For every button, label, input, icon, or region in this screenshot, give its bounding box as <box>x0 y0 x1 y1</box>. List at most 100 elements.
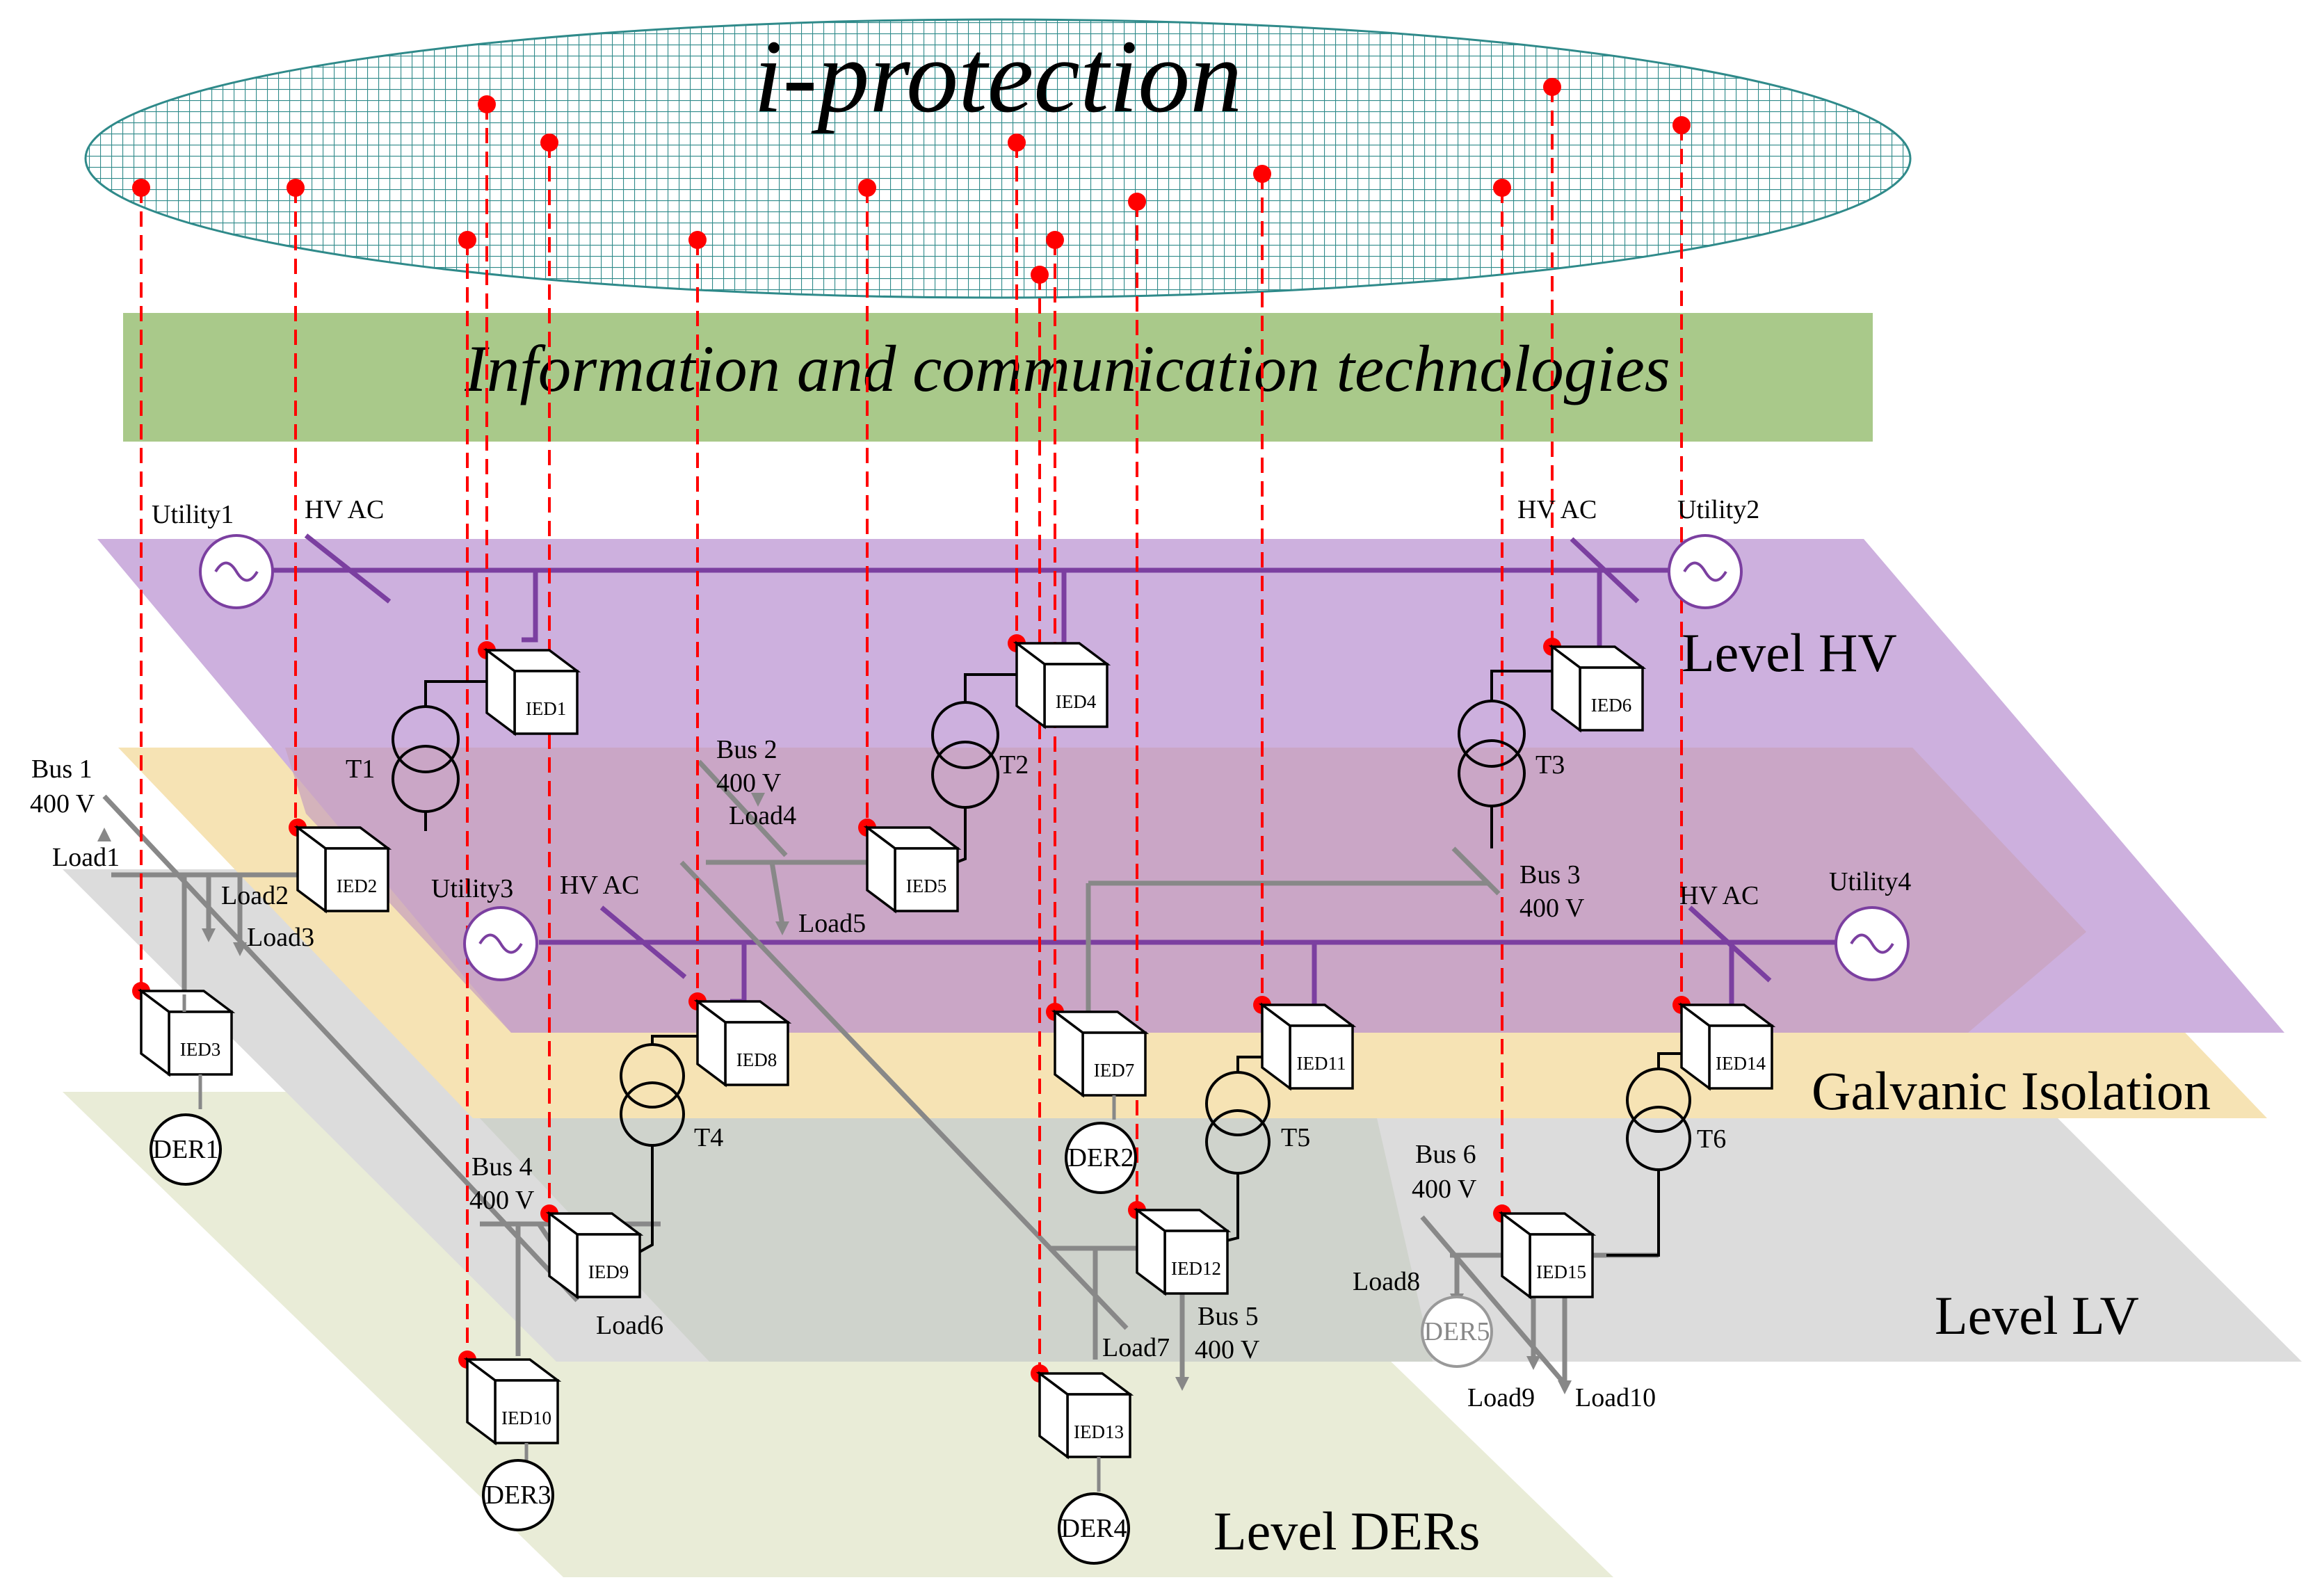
hv-ac-label-4: HV AC <box>1679 881 1759 910</box>
load-4-label: Load4 <box>729 801 796 830</box>
bus-5-voltage: 400 V <box>1195 1335 1260 1364</box>
ied-box-4 <box>1013 640 1111 730</box>
transformers <box>392 670 1691 1257</box>
utility-2-symbol <box>1668 534 1743 609</box>
ied-box-11 <box>1258 1002 1357 1091</box>
ied-label-11: IED11 <box>1297 1053 1346 1074</box>
ied-labels: IED1 IED2 IED3 IED4 IED5 IED6 IED7 IED8 … <box>180 691 1766 1442</box>
transformer-t4 <box>620 1035 698 1253</box>
ied-label-9: IED9 <box>588 1262 629 1282</box>
level-galvanic-label: Galvanic Isolation <box>1812 1061 2211 1121</box>
bus-2-name: Bus 2 <box>716 735 777 764</box>
der-5-label: DER5 <box>1424 1317 1490 1346</box>
utility-1-symbol <box>199 534 274 609</box>
ied-box-14 <box>1677 1002 1776 1091</box>
ied-box-8 <box>693 999 792 1088</box>
ied-box-2 <box>293 825 392 914</box>
ied-box-7 <box>1051 1009 1150 1098</box>
bus-6-name: Bus 6 <box>1415 1140 1476 1169</box>
der-sources <box>150 1113 1493 1565</box>
transformer-label-t2: T2 <box>999 750 1029 780</box>
ied-label-6: IED6 <box>1591 695 1631 716</box>
utility-3-label: Utility3 <box>431 874 513 903</box>
utility-3-symbol <box>463 906 538 981</box>
der-3-symbol <box>482 1459 554 1531</box>
transformer-label-t6: T6 <box>1697 1125 1726 1154</box>
bus-2-voltage: 400 V <box>716 768 782 798</box>
load-8-label: Load8 <box>1353 1267 1420 1296</box>
ied-label-15: IED15 <box>1536 1262 1586 1282</box>
der-4-symbol <box>1058 1492 1130 1565</box>
transformer-t6 <box>1606 1052 1691 1257</box>
bus-5-name: Bus 5 <box>1198 1302 1259 1331</box>
load-9-label: Load9 <box>1467 1383 1535 1412</box>
ied-label-12: IED12 <box>1171 1258 1221 1279</box>
ied-box-3 <box>137 988 236 1077</box>
load-7-label: Load7 <box>1102 1333 1170 1362</box>
der-1-symbol <box>150 1113 222 1186</box>
der-2-symbol <box>1065 1122 1137 1194</box>
ied-box-10 <box>463 1357 562 1446</box>
load-5-label: Load5 <box>798 909 866 938</box>
text-labels: Utility1 Utility2 Utility3 Utility4 HV A… <box>30 495 2211 1561</box>
utility-4-label: Utility4 <box>1829 867 1911 896</box>
transformer-t3 <box>1458 670 1552 848</box>
transformer-label-t1: T1 <box>346 755 375 784</box>
transformer-t1 <box>392 680 487 831</box>
ied-label-10: IED10 <box>501 1408 551 1428</box>
ied-box-6 <box>1548 644 1647 733</box>
ied-label-7: IED7 <box>1094 1060 1134 1081</box>
i-protection-cloud: i-protection <box>84 18 1912 299</box>
der-5-symbol <box>1421 1296 1493 1368</box>
ied-label-14: IED14 <box>1716 1053 1766 1074</box>
level-ders-label: Level DERs <box>1214 1501 1480 1561</box>
hv-ac-label-3: HV AC <box>560 871 639 900</box>
ied-box-12 <box>1133 1207 1232 1296</box>
ict-title: Information and communication technologi… <box>464 332 1670 405</box>
ied-box-13 <box>1035 1371 1134 1460</box>
ied-label-13: IED13 <box>1074 1421 1124 1442</box>
utility-2-label: Utility2 <box>1677 495 1759 524</box>
ied-label-3: IED3 <box>180 1039 220 1060</box>
ied-label-4: IED4 <box>1056 691 1097 712</box>
bus-4-name: Bus 4 <box>471 1152 533 1182</box>
utility-4-symbol <box>1835 906 1910 981</box>
load-10-label: Load10 <box>1575 1383 1656 1412</box>
bus-3-name: Bus 3 <box>1519 860 1581 889</box>
transformer-label-t3: T3 <box>1535 750 1565 780</box>
ied-label-1: IED1 <box>526 698 566 719</box>
ied-boxes <box>137 640 1776 1460</box>
ied-box-15 <box>1498 1211 1597 1300</box>
ied-label-8: IED8 <box>736 1049 777 1070</box>
transformer-t2 <box>931 673 1017 864</box>
transformer-label-t4: T4 <box>694 1123 723 1152</box>
ied-box-1 <box>483 647 581 736</box>
load-3-label: Load3 <box>247 923 314 952</box>
ict-bar: Information and communication technologi… <box>123 313 1873 442</box>
load-2-label: Load2 <box>221 881 289 910</box>
der-2-label: DER2 <box>1068 1143 1134 1172</box>
bus-4-voltage: 400 V <box>469 1186 535 1215</box>
der-4-label: DER4 <box>1061 1514 1127 1543</box>
utility-1-label: Utility1 <box>152 500 234 529</box>
load-1-label: Load1 <box>52 843 120 872</box>
plane-overlap-dark <box>285 748 2086 1033</box>
ied-box-9 <box>545 1211 644 1300</box>
ied-box-5 <box>863 825 962 914</box>
bus-3-voltage: 400 V <box>1519 894 1585 923</box>
der-3-label: DER3 <box>485 1481 551 1510</box>
bus-1-voltage: 400 V <box>30 789 95 819</box>
hv-ac-label-2: HV AC <box>1517 495 1597 524</box>
cloud-title: i-protection <box>754 19 1243 134</box>
level-lv-label: Level LV <box>1935 1285 2139 1346</box>
plane-lower-shade <box>480 1118 1433 1362</box>
der-1-label: DER1 <box>153 1135 219 1164</box>
ied-label-2: IED2 <box>337 876 377 896</box>
ied-label-5: IED5 <box>906 876 946 896</box>
ied-stubs <box>182 994 1116 1492</box>
utility-sources <box>199 534 1910 981</box>
transformer-label-t5: T5 <box>1281 1123 1310 1152</box>
level-hv-label: Level HV <box>1682 622 1897 683</box>
bus-6-voltage: 400 V <box>1412 1175 1477 1204</box>
